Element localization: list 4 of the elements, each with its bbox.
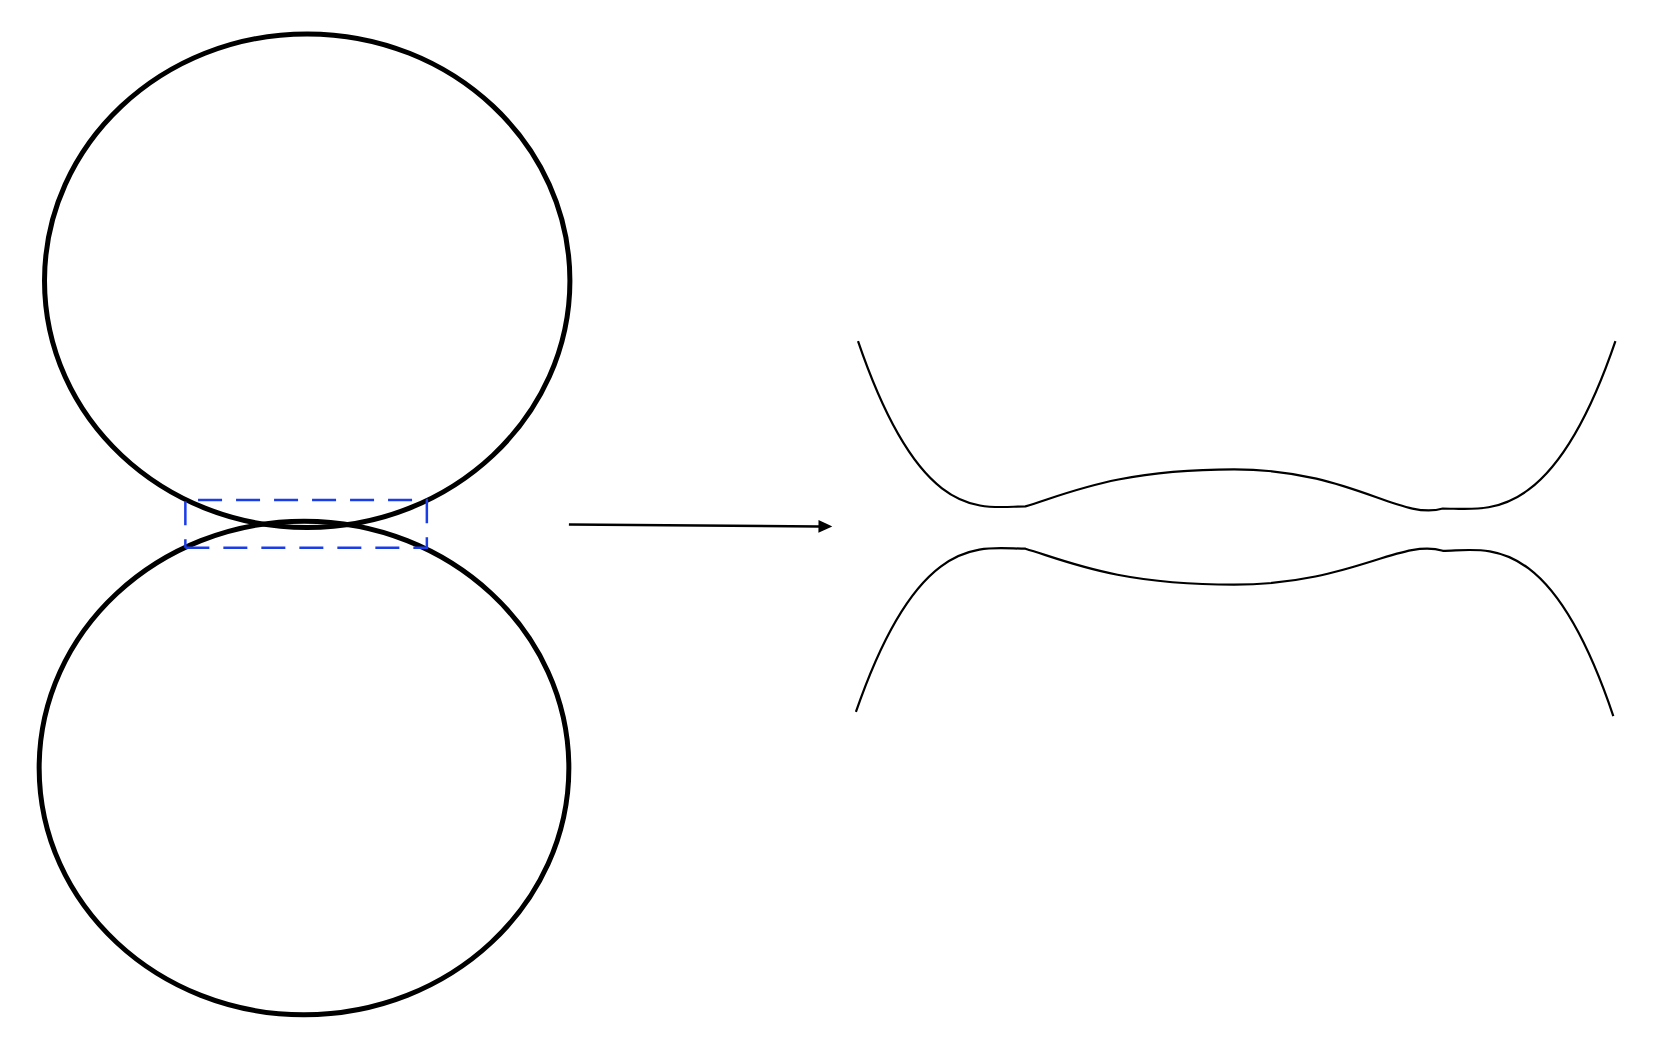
- circle-outline: [42, 31, 573, 530]
- magnified-gap-drawing: [854, 340, 1617, 717]
- zoom-frame: [184, 498, 429, 549]
- circle-outline: [36, 518, 572, 1018]
